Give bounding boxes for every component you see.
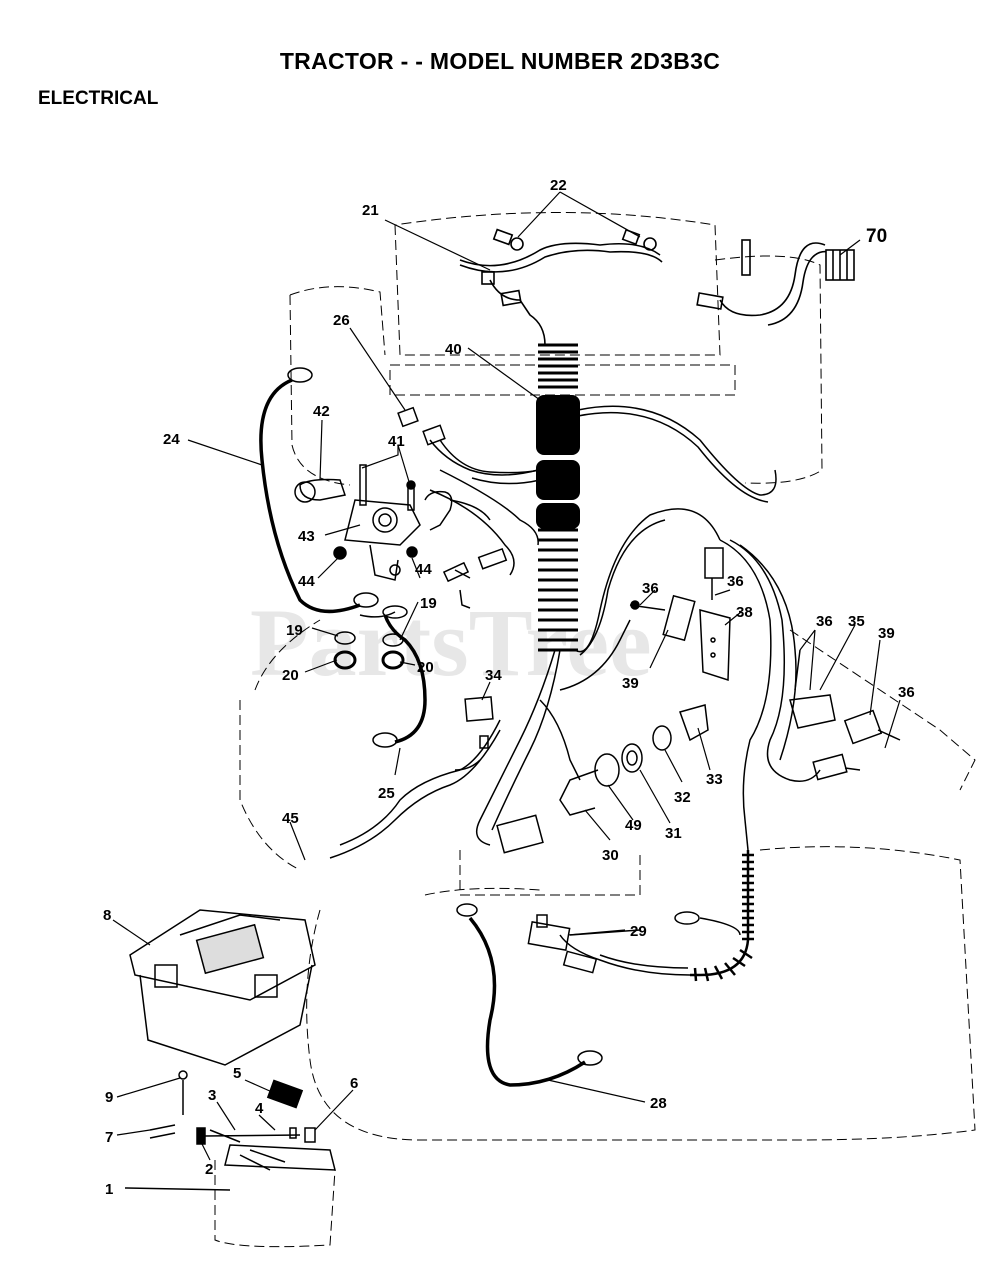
switch-components [464,547,901,854]
connector-26 [397,406,541,474]
callout-24: 24 [163,431,180,448]
callout-22: 22 [550,177,567,194]
callout-35: 35 [848,613,865,630]
callout-41: 41 [388,433,405,450]
battery-assembly [124,909,336,1191]
callout-21: 21 [362,202,379,219]
lower-coil [690,850,754,982]
main-harness-coil [536,343,580,652]
callout-31: 31 [665,825,682,842]
callout-28: 28 [650,1095,667,1112]
callout-36-d: 36 [898,684,915,701]
callout-29: 29 [630,923,647,940]
callout-5: 5 [233,1065,241,1082]
callout-4: 4 [255,1100,264,1117]
callout-3: 3 [208,1087,216,1104]
callout-19-right: 19 [420,595,437,612]
callout-40: 40 [445,341,462,358]
solenoid-assembly [294,464,508,670]
callout-49: 49 [625,817,642,834]
callout-34: 34 [485,667,502,684]
watermark: PartsTree [250,589,652,696]
callout-70: 70 [866,226,887,247]
callout-32: 32 [674,789,691,806]
callout-19-left: 19 [286,622,303,639]
battery-cable-28 [456,903,741,1087]
leader-lines [112,191,901,1161]
callout-7: 7 [105,1129,113,1146]
right-harness [696,239,855,326]
callout-44-right: 44 [415,561,432,578]
section-title: ELECTRICAL [38,88,159,109]
callout-36-c: 36 [816,613,833,630]
callout-8: 8 [103,907,111,924]
callout-20-right: 20 [417,659,434,676]
callout-20-left: 20 [282,667,299,684]
callout-1: 1 [105,1181,113,1198]
callout-39-right: 39 [878,625,895,642]
ground-cables [259,367,427,748]
callout-39-left: 39 [622,675,639,692]
callout-45: 45 [282,810,299,827]
callout-33: 33 [706,771,723,788]
callout-30: 30 [602,847,619,864]
callout-38: 38 [736,604,753,621]
switch-29 [527,914,691,976]
harness-wires [329,405,821,859]
callout-25: 25 [378,785,395,802]
callout-2: 2 [205,1161,213,1178]
headlight-harness [459,228,663,346]
page-title: TRACTOR - - MODEL NUMBER 2D3B3C [279,48,721,74]
callout-36-b: 36 [727,573,744,590]
callout-36-a: 36 [642,580,659,597]
callout-44-left: 44 [298,573,315,590]
callout-9: 9 [105,1089,113,1106]
callout-26: 26 [333,312,350,329]
callout-labels: 22 21 70 26 40 42 24 41 43 44 44 19 19 2… [103,177,915,1198]
callout-6: 6 [350,1075,358,1092]
chassis-outline [214,212,976,1248]
callout-42: 42 [313,403,330,420]
callout-43: 43 [298,528,315,545]
